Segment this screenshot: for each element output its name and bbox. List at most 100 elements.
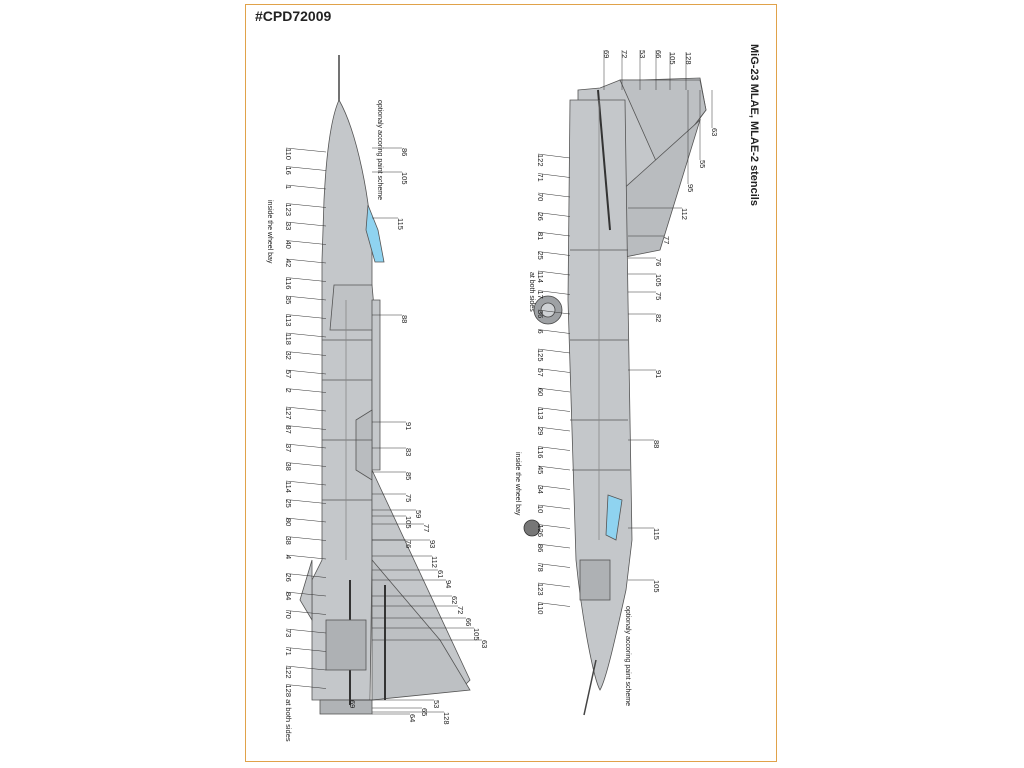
stencil-number: 118 <box>284 333 293 345</box>
stencil-number: 70 <box>284 611 293 619</box>
stencil-number: 110 <box>536 603 545 615</box>
leader-line <box>285 628 327 634</box>
stencil-number: 57 <box>284 370 293 378</box>
stencil-number: 94 <box>444 580 453 588</box>
stencil-number: 6 <box>536 330 545 334</box>
stencil-number: 91 <box>404 422 413 430</box>
stencil-number: 17 <box>536 291 545 299</box>
leader-line <box>285 425 327 430</box>
stencil-number: 2 <box>284 389 293 393</box>
stencil-number: 95 <box>686 184 695 192</box>
stencil-number: 75 <box>654 292 663 300</box>
stencil-number: 123 <box>536 583 545 596</box>
stencil-number: 114 <box>536 271 545 283</box>
stencil-number: 77 <box>422 524 431 532</box>
stencil-number: 115 <box>652 528 661 540</box>
leader-line <box>285 554 327 560</box>
stencil-number: 105 <box>400 172 409 185</box>
leader-line <box>537 602 571 607</box>
canopy-glass <box>365 204 385 263</box>
stencil-number: 110 <box>284 148 293 160</box>
leader-line <box>537 212 571 217</box>
leader-line <box>285 443 327 449</box>
stencil-number: 42 <box>284 259 293 267</box>
stencil-number: 113 <box>284 315 293 327</box>
stencil-number: 122 <box>536 154 545 167</box>
leader-line <box>537 329 571 334</box>
stencil-number: 63 <box>480 640 489 648</box>
right-aircraft <box>523 77 707 716</box>
leader-line <box>285 665 327 671</box>
stencil-number: 123 <box>284 204 293 217</box>
leader-line <box>537 543 571 549</box>
stencil-number: 105 <box>404 516 413 529</box>
stencil-number: 25 <box>536 252 545 260</box>
leader-line <box>537 192 571 198</box>
leader-line <box>285 332 327 338</box>
leader-line <box>285 647 327 652</box>
stencil-number: 53 <box>432 700 441 708</box>
leader-line <box>537 173 571 178</box>
stencil-number: 112 <box>430 556 439 568</box>
stencil-number: 60 <box>536 388 545 396</box>
stencil-number: 29 <box>536 427 545 435</box>
stencil-number: 75 <box>404 494 413 502</box>
stencil-number: 33 <box>284 222 293 230</box>
leader-line <box>537 231 571 237</box>
stencil-number: 62 <box>450 596 459 604</box>
canopy-glass-right <box>605 494 623 541</box>
leader-line <box>537 446 571 451</box>
leader-line <box>285 277 327 282</box>
stencil-number: 72 <box>456 606 465 614</box>
stencil-number: 105 <box>652 580 661 593</box>
stencil-number: 38 <box>284 463 293 471</box>
left-aircraft <box>299 55 471 715</box>
stencil-number: 116 <box>536 447 545 459</box>
stencil-number: 88 <box>652 440 661 448</box>
leader-line <box>285 221 327 227</box>
stencil-number: 73 <box>284 629 293 637</box>
leader-line <box>537 426 571 432</box>
leader-line <box>537 153 571 159</box>
leader-line <box>537 563 571 568</box>
stencil-number: 26 <box>284 574 293 582</box>
leader-line <box>537 348 571 354</box>
stencil-number: 16 <box>284 167 293 175</box>
leader-line <box>537 407 571 412</box>
stencil-number: 40 <box>284 241 293 249</box>
stencil-number: 127 <box>284 407 293 420</box>
stencil-number: 128 at both sides <box>284 685 293 742</box>
leader-line <box>285 295 327 301</box>
stencil-number: 45 <box>536 466 545 474</box>
leader-line <box>285 462 327 467</box>
leader-line <box>537 504 571 510</box>
stencil-number: 128 <box>442 712 451 725</box>
stencil-number: 53 <box>638 50 647 58</box>
stencil-number: 114 <box>284 481 293 493</box>
leader-line <box>537 309 571 315</box>
stencil-number: 66 <box>464 618 473 626</box>
stencil-number: 78 <box>536 564 545 572</box>
stencil-number: 71 <box>284 648 293 656</box>
stencil-number: 36 <box>536 310 545 318</box>
stencil-number: 4 <box>284 555 293 559</box>
stencil-number: 91 <box>654 370 663 378</box>
stencil-number: 69 <box>348 700 357 708</box>
leader-line <box>285 240 327 245</box>
leader-line <box>537 270 571 276</box>
stencil-number: 72 <box>620 50 629 58</box>
stencil-number: 116 <box>284 278 293 290</box>
stencil-number: 86 <box>536 544 545 552</box>
leader-line <box>285 203 327 208</box>
stencil-number: 32 <box>284 352 293 360</box>
leader-line <box>285 258 327 264</box>
leader-line <box>537 524 571 529</box>
stencil-number: 64 <box>408 714 417 722</box>
stencil-number: 76 <box>404 540 413 548</box>
stencil-number: 80 <box>284 518 293 526</box>
leader-line <box>285 517 327 523</box>
leader-line <box>285 314 327 319</box>
stencil-number: 55 <box>698 160 707 168</box>
paint-scheme-note-right: optionaly accoring paint scheme <box>624 606 631 706</box>
